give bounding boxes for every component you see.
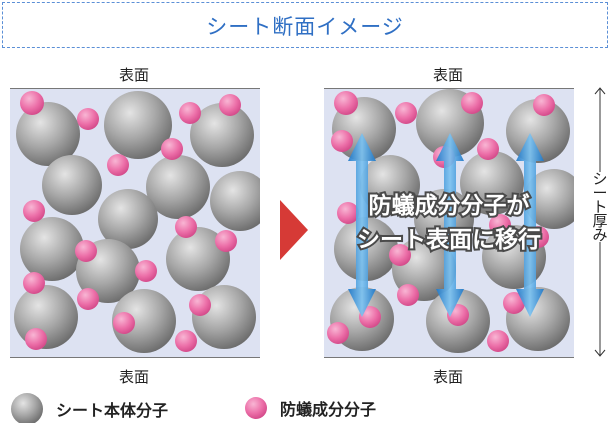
gray-molecule-icon	[11, 393, 43, 423]
legend-sheet-molecule: シート本体分子	[10, 392, 168, 423]
thickness-char: シ	[592, 170, 608, 188]
pink-molecule-icon	[245, 397, 267, 419]
left-top-surface-label: 表面	[118, 66, 149, 84]
thickness-char: ー	[592, 184, 608, 202]
transition-arrow-icon	[280, 200, 308, 260]
thickness-char: み	[592, 226, 608, 244]
diagram-title: シート断面イメージ	[206, 15, 404, 39]
left-cross-section	[10, 88, 260, 358]
overlay-line-1: 防蟻成分分子が	[367, 191, 532, 221]
right-top-surface-label: 表面	[432, 66, 463, 84]
thickness-char: 厚	[592, 212, 608, 230]
left-bottom-surface-label: 表面	[118, 368, 149, 386]
thickness-label: シ ー ト 厚 み	[592, 170, 608, 244]
thickness-char: ト	[592, 198, 608, 216]
right-bottom-surface-label: 表面	[432, 368, 463, 386]
migration-arrows	[348, 133, 544, 317]
overlay-line-2: シート表面に移行	[355, 225, 543, 255]
legend-sheet-label: シート本体分子	[56, 401, 169, 420]
title-frame	[2, 2, 608, 48]
legend-repellent-label: 防蟻成分分子	[280, 400, 377, 419]
legend-repellent-molecule: 防蟻成分分子	[244, 396, 376, 420]
right-cross-section	[324, 88, 574, 358]
